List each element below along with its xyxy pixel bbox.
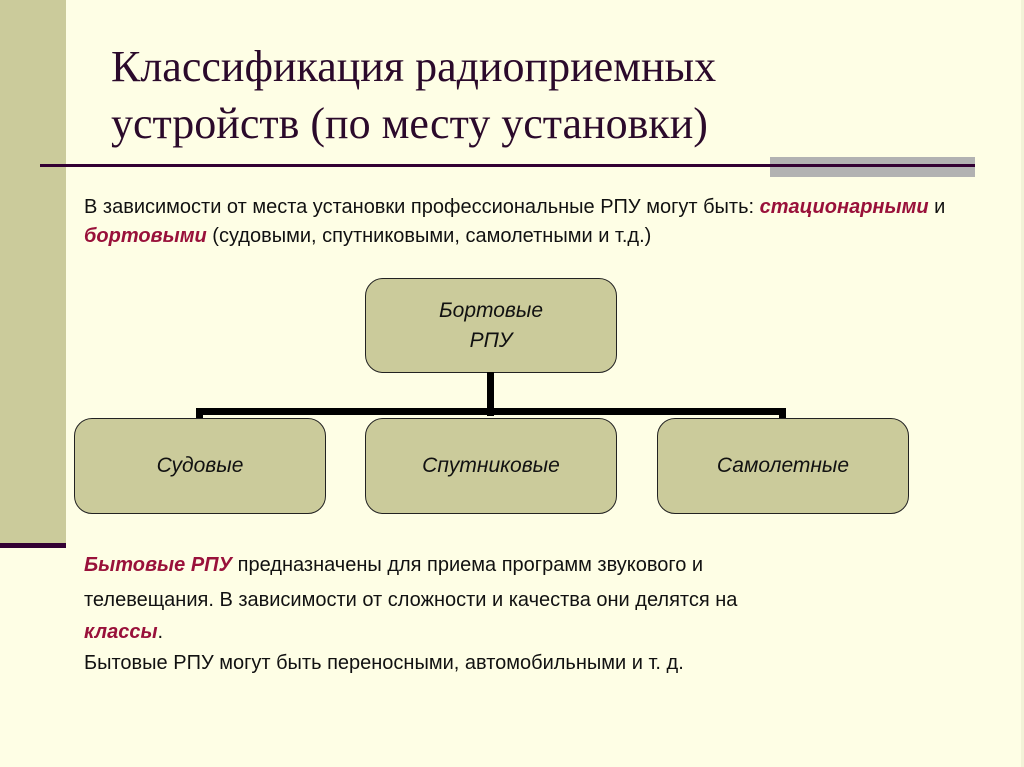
household-period: . (157, 621, 164, 643)
node-label: Самолетные (716, 454, 850, 477)
diagram-node-satellite: Спутниковые (365, 418, 617, 514)
connector-right-drop (779, 408, 786, 419)
sidebar-underline (0, 543, 66, 548)
household-accent-title: Бытовые РПУ (84, 554, 233, 576)
intro-accent-stationary: стационарными (759, 196, 929, 218)
household-paragraph: Бытовые РПУ предназначены для приема про… (84, 548, 964, 681)
diagram-node-aircraft: Самолетные (657, 418, 909, 514)
intro-text-after: (судовыми, спутниковыми, самолетными и т… (206, 225, 652, 247)
connector-horizontal-bus (196, 408, 786, 415)
intro-accent-onboard: бортовыми (84, 225, 207, 247)
intro-text-mid: и (928, 196, 946, 218)
title-accent-bar (770, 157, 975, 177)
diagram-node-ship: Судовые (74, 418, 326, 514)
title-divider (40, 164, 975, 167)
household-line-3: классы. (84, 618, 964, 646)
intro-text-before: В зависимости от места установки професс… (84, 196, 760, 218)
root-label-line-2: РПУ (469, 328, 513, 352)
household-line-2: телевещания. В зависимости от сложности … (84, 589, 738, 611)
root-label-line-1: Бортовые (438, 298, 544, 322)
diagram-root-node: Бортовые РПУ (365, 278, 617, 373)
node-label: Спутниковые (422, 454, 560, 477)
title-line-1: Классификация радиоприемных (111, 42, 717, 91)
household-line-1: Бытовые РПУ предназначены для приема про… (84, 548, 964, 583)
title-line-2: устройств (по месту установки) (111, 99, 708, 148)
household-accent-classes: классы (84, 621, 158, 643)
household-line-4: Бытовые РПУ могут быть переносными, авто… (84, 652, 684, 674)
connector-root-vertical (487, 372, 494, 416)
node-label: Судовые (156, 454, 244, 477)
household-text-1: предназначены для приема программ звуков… (232, 554, 704, 576)
right-edge-strip (1021, 0, 1024, 767)
intro-paragraph: В зависимости от места установки професс… (84, 193, 964, 251)
left-decorative-sidebar (0, 0, 66, 545)
slide-title: Классификация радиоприемных устройств (п… (111, 38, 971, 152)
connector-left-drop (196, 408, 203, 419)
